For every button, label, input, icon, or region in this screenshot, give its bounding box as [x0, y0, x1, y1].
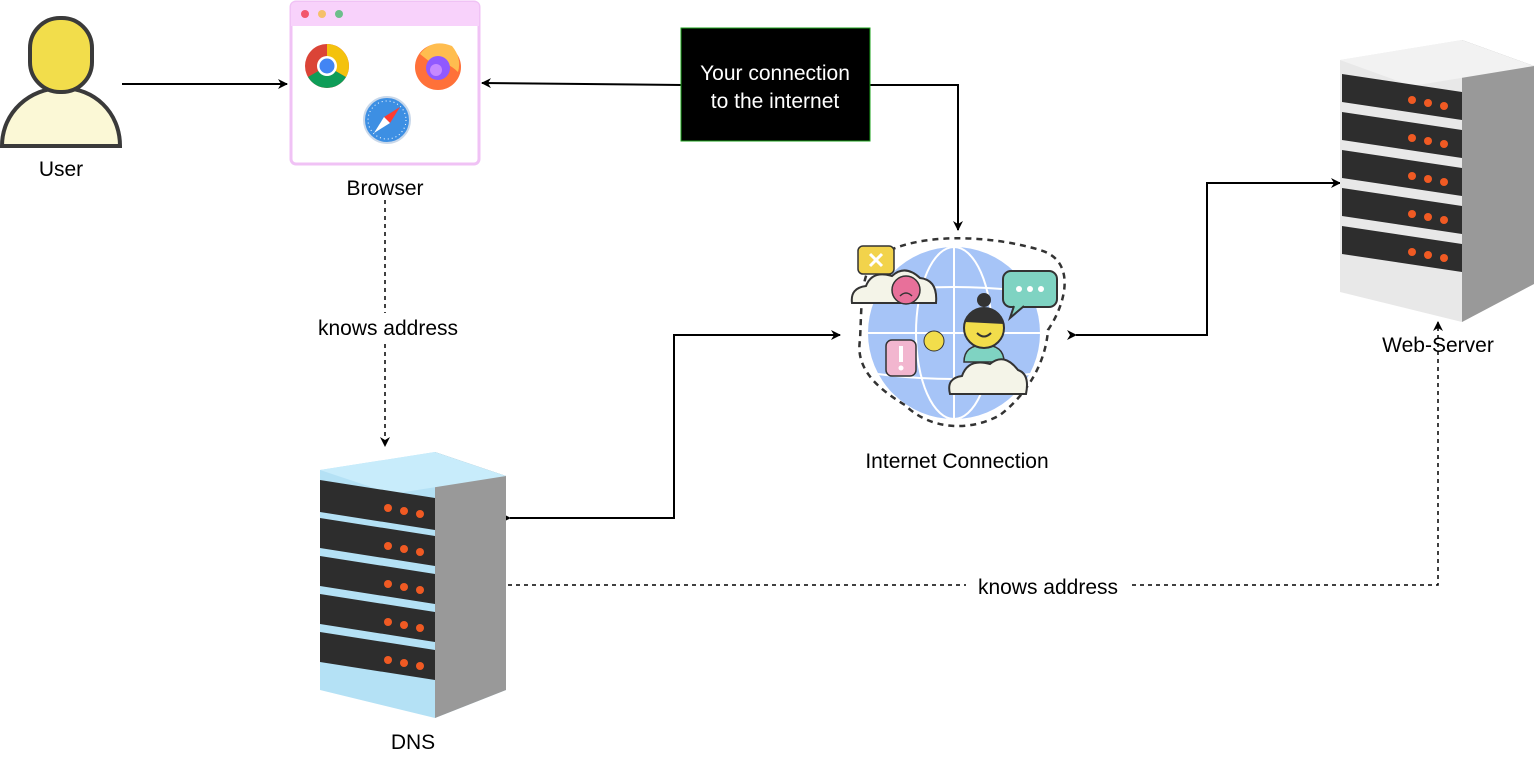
globe-people-icon — [850, 237, 1066, 428]
user-label: User — [39, 158, 83, 181]
dns-label: DNS — [391, 731, 435, 754]
edge-dns-internet — [501, 330, 841, 523]
browser-window — [289, 0, 481, 166]
callout-line-1: Your connection — [700, 62, 850, 85]
webserver-label: Web-Server — [1382, 334, 1494, 357]
callout-line-2: to the internet — [711, 90, 840, 113]
edge-label-dns-webserver: knows address — [978, 576, 1118, 599]
edge-callout-browser — [481, 78, 683, 89]
chrome-icon — [305, 44, 349, 88]
user-icon — [0, 16, 123, 148]
firefox-icon — [415, 43, 461, 90]
webserver-icon — [1340, 40, 1534, 322]
safari-icon — [363, 96, 411, 144]
edge-dns-webserver — [508, 321, 1443, 586]
webserver-racks — [1342, 74, 1462, 272]
edge-callout-internet — [870, 84, 963, 231]
edge-label-browser-dns: knows address — [318, 317, 458, 340]
browser-label: Browser — [346, 177, 423, 200]
edge-internet-webserver — [1067, 178, 1341, 340]
internet-label: Internet Connection — [865, 450, 1048, 473]
dns-icon — [320, 452, 506, 718]
dns-racks — [320, 480, 435, 680]
callout-box — [680, 27, 871, 142]
